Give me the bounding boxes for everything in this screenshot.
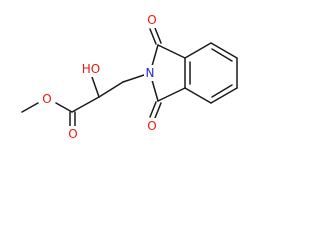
label-bg-o-carbonyl bbox=[66, 126, 80, 142]
label-bg-n-imide bbox=[144, 65, 157, 81]
atom-o-carbonyl: O bbox=[68, 127, 77, 141]
atom-n-imide: N bbox=[146, 66, 155, 80]
label-bg-o-ester bbox=[40, 91, 54, 107]
bond-c-top-double-b bbox=[154, 27, 162, 44]
bond-benzene-top-a bbox=[184, 42, 212, 59]
phthalimide-hydroxy-ester-structure: O N O HO O O bbox=[21, 12, 238, 142]
atom-o-hydroxyl: HO bbox=[82, 62, 100, 76]
bond-methyl-o-ester bbox=[21, 102, 39, 113]
bond-benzene-top-b-inner bbox=[211, 48, 233, 62]
bond-carbonyl-c-alpha bbox=[71, 96, 100, 113]
bond-benzene-bottom-b bbox=[210, 87, 238, 104]
bond-c-bottom-double-b bbox=[154, 102, 162, 119]
bond-c-top-fusion-top bbox=[157, 44, 186, 59]
label-bg-o-imide-bottom bbox=[145, 118, 159, 134]
bond-alpha-hydroxyl bbox=[91, 76, 100, 98]
atom-o-imide-top: O bbox=[147, 13, 156, 27]
bond-alpha-ch2 bbox=[98, 81, 124, 98]
bond-c-bottom-double-a bbox=[149, 101, 157, 118]
bond-c-bottom-fusion-bottom bbox=[157, 87, 186, 102]
bond-benzene-bottom-b-inner bbox=[211, 84, 233, 98]
label-bg-o-imide-top bbox=[145, 12, 159, 28]
bond-benzene-bottom-a bbox=[184, 87, 212, 104]
bond-o-ester-carbonyl-c bbox=[55, 102, 73, 113]
bond-c-top-double-a bbox=[149, 28, 157, 45]
bond-benzene-top-b bbox=[210, 42, 238, 59]
atom-o-imide-bottom: O bbox=[147, 119, 156, 133]
atom-o-ester: O bbox=[42, 92, 51, 106]
atom-label-layer: O N O HO O O bbox=[40, 12, 159, 142]
bond-layer bbox=[21, 27, 238, 130]
label-bg-o-hydroxyl bbox=[79, 61, 103, 77]
